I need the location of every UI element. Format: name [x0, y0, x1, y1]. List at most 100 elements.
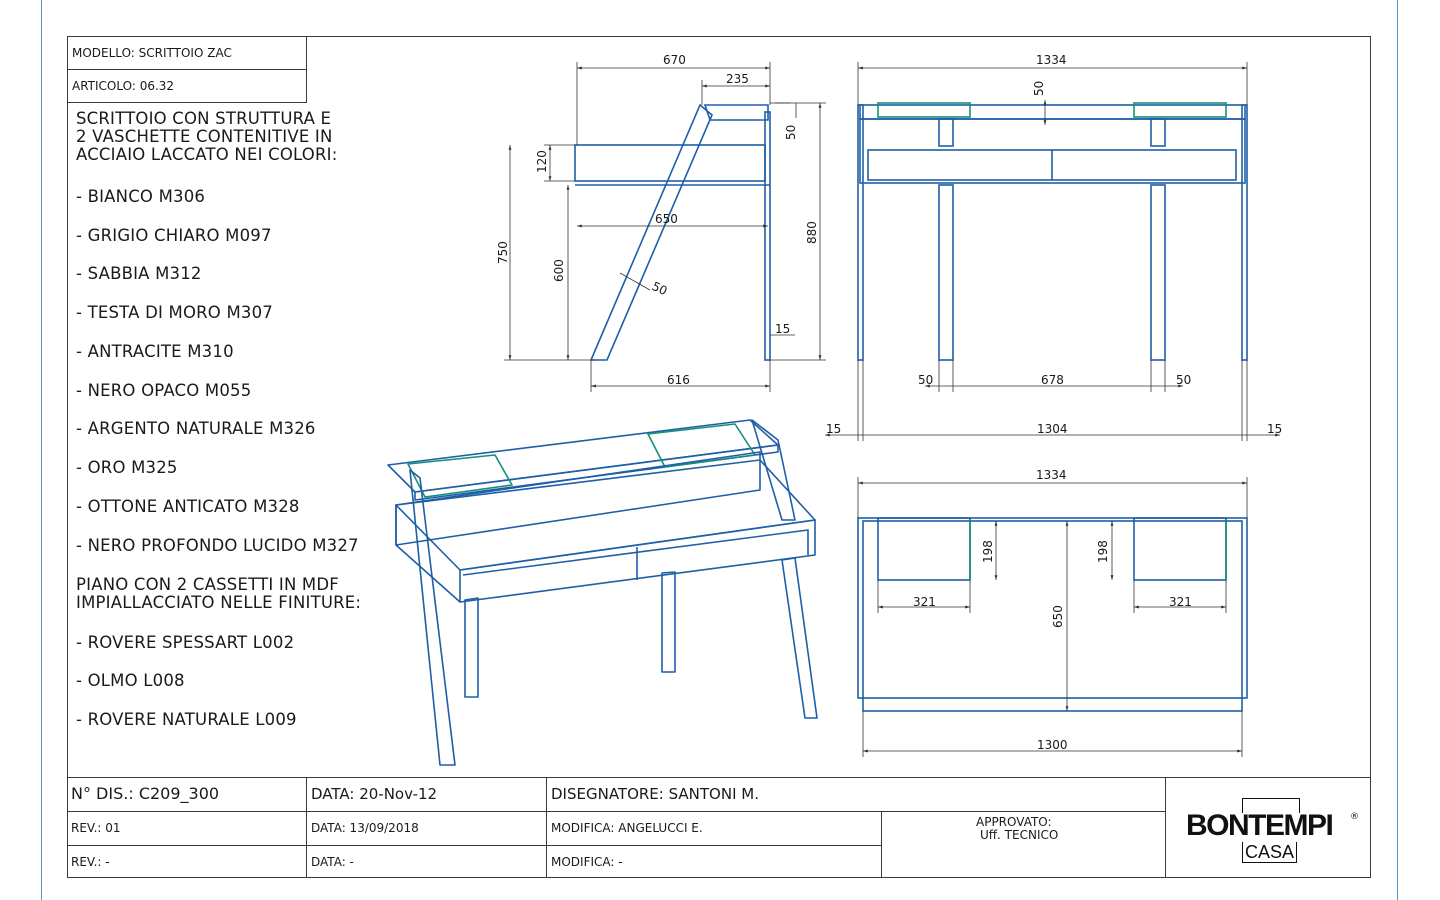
approved-by: Uff. TECNICO: [980, 828, 1059, 842]
top-intro: PIANO CON 2 CASSETTI IN MDF IMPIALLACCIA…: [76, 576, 361, 612]
plan-top: [862, 520, 1243, 712]
finish-item: - ROVERE NATURALE L009: [76, 710, 297, 729]
intro-line: SCRITTOIO CON STRUTTURA E: [76, 109, 332, 128]
plan-dim-labels: 1334 198 198 321 321 650 1300: [913, 468, 1192, 752]
dim-label: 235: [726, 72, 749, 86]
color-item: - OTTONE ANTICATO M328: [76, 497, 300, 516]
dim-label: 198: [1096, 540, 1110, 563]
revision-2: REV.: -: [71, 855, 110, 869]
dim-label: 750: [496, 241, 510, 264]
front-leg-left: [938, 184, 954, 361]
plan-outline: [857, 517, 1248, 699]
front-side-right: [1241, 104, 1248, 361]
plan-view-dims: [857, 477, 1248, 757]
revision-2-date: DATA: -: [311, 855, 354, 869]
persp-desk-top: [395, 459, 816, 571]
front-leg-right: [1150, 184, 1166, 361]
sheet-edge-left: [41, 0, 42, 900]
color-item: - GRIGIO CHIARO M097: [76, 226, 272, 245]
side-view: [574, 103, 771, 361]
modification-2: MODIFICA: -: [551, 855, 623, 869]
dim-label: 50: [918, 373, 933, 387]
plan-tray-left: [877, 517, 971, 581]
brand-logo: BONTEMPI ® CASA: [1186, 798, 1361, 864]
color-item: - ORO M325: [76, 458, 178, 477]
dim-label: 880: [805, 221, 819, 244]
intro-line: 2 VASCHETTE CONTENITIVE IN: [76, 127, 333, 146]
dim-label: 650: [1051, 605, 1065, 628]
finish-item: - ROVERE SPESSART L002: [76, 633, 295, 652]
color-item: - TESTA DI MORO M307: [76, 303, 273, 322]
revision-1-date: DATA: 13/09/2018: [311, 821, 419, 835]
dim-label: 120: [535, 150, 549, 173]
designer: DISEGNATORE: SANTONI M.: [551, 785, 759, 803]
color-item: - BIANCO M306: [76, 187, 206, 206]
front-view: [857, 102, 1248, 361]
color-item: - NERO PROFONDO LUCIDO M327: [76, 536, 359, 555]
side-shelf: [703, 104, 769, 121]
plan-view: [857, 517, 1248, 712]
dim-label: 50: [784, 125, 798, 140]
registered-mark: ®: [1350, 812, 1359, 822]
dim-label: 321: [913, 595, 936, 609]
drawing-date: DATA: 20-Nov-12: [311, 785, 438, 803]
front-side-left: [857, 104, 864, 361]
drawing-number: N° DIS.: C209_300: [71, 784, 220, 803]
persp-tray-right: [647, 423, 756, 468]
persp-tray-left: [407, 454, 513, 498]
persp-desk-front: [459, 519, 816, 603]
dim-label: 650: [655, 212, 678, 226]
finish-item: - OLMO L008: [76, 671, 185, 690]
dim-label: 1334: [1036, 53, 1067, 67]
side-dim-labels: 670 235 50 880 120 750 600 650 50 616 15: [496, 53, 819, 387]
persp-leg-front-left: [464, 597, 479, 698]
dim-label: 15: [1267, 422, 1282, 436]
side-inclined-leg: [589, 103, 713, 361]
color-item: - NERO OPACO M055: [76, 381, 252, 400]
intro-line: ACCIAIO LACCATO NEI COLORI:: [76, 145, 338, 164]
revision-1: REV.: 01: [71, 821, 121, 835]
front-top: [859, 118, 1246, 184]
perspective-view: [387, 419, 818, 766]
modification-1: MODIFICA: ANGELUCCI E.: [551, 821, 703, 835]
front-dim-labels: 1334 50 50 678 50 15 1304 15: [826, 53, 1282, 436]
color-item: - ARGENTO NATURALE M326: [76, 419, 316, 438]
dim-label: 616: [667, 373, 690, 387]
front-tray-left: [877, 102, 971, 118]
front-support-right: [1150, 118, 1166, 147]
drawing-frame: [67, 36, 1371, 878]
persp-side-right: [751, 419, 796, 521]
dim-label: 50: [1176, 373, 1191, 387]
sheet-edge-right: [1397, 0, 1398, 900]
article-box: ARTICOLO: 06.32: [67, 69, 307, 103]
color-item: - ANTRACITE M310: [76, 342, 234, 361]
plan-tray-right: [1133, 517, 1227, 581]
dim-label: 678: [1041, 373, 1064, 387]
dim-label: 1334: [1036, 468, 1067, 482]
front-support-left: [938, 118, 954, 147]
approved-label: APPROVATO:: [976, 815, 1052, 829]
dim-label: 600: [552, 259, 566, 282]
dim-label: 321: [1169, 595, 1192, 609]
dim-label: 198: [981, 540, 995, 563]
side-drawer-box: [574, 144, 766, 182]
top-intro-line: PIANO CON 2 CASSETTI IN MDF: [76, 575, 339, 594]
side-view-dims: [504, 62, 826, 392]
persp-leg-right: [781, 557, 818, 719]
description-intro: SCRITTOIO CON STRUTTURA E 2 VASCHETTE CO…: [76, 110, 338, 164]
dim-label: 50: [1032, 81, 1046, 96]
brand-sub: CASA: [1242, 842, 1297, 863]
dim-label: 15: [775, 322, 790, 336]
brand-name: BONTEMPI: [1186, 809, 1334, 842]
dim-label: 50: [650, 279, 670, 298]
front-tray-right: [1133, 102, 1227, 118]
top-intro-line: IMPIALLACCIATO NELLE FINITURE:: [76, 593, 362, 612]
color-item: - SABBIA M312: [76, 264, 202, 283]
front-view-dims: [825, 62, 1280, 441]
persp-inclined-leg-left: [409, 469, 456, 766]
persp-leg-back: [661, 571, 676, 673]
dim-label: 1304: [1037, 422, 1068, 436]
dim-label: 1300: [1037, 738, 1068, 752]
dim-label: 670: [663, 53, 686, 67]
